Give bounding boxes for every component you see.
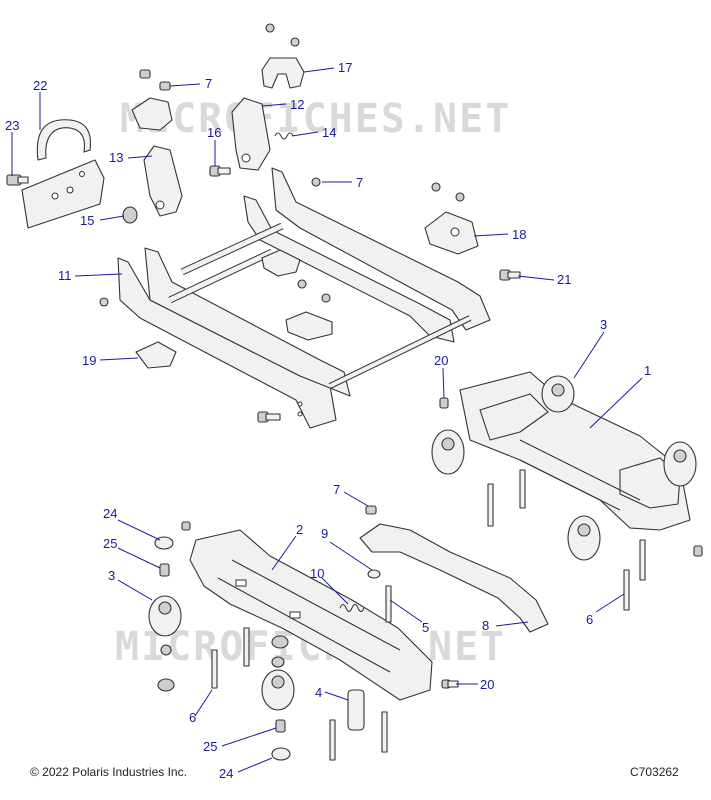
callout-24: 24 — [103, 506, 117, 521]
nut-7c — [311, 177, 321, 187]
callout-1: 1 — [644, 363, 651, 378]
nut-18a — [431, 182, 441, 192]
callout-4: 4 — [315, 685, 322, 700]
part-5-bolt — [385, 585, 392, 623]
callout-18: 18 — [512, 227, 526, 242]
callout-8: 8 — [482, 618, 489, 633]
part-25-spacer-b — [275, 719, 286, 733]
callout-3: 3 — [600, 317, 607, 332]
part-11-frame — [117, 167, 491, 429]
bushing-center-a — [271, 635, 289, 649]
nut-7a — [139, 69, 151, 79]
callout-17: 17 — [338, 60, 352, 75]
callout-7: 7 — [356, 175, 363, 190]
nut-7-lower — [365, 505, 377, 515]
part-1-slider-rail — [459, 371, 691, 531]
nut-17b — [290, 37, 300, 47]
part-10-spring — [339, 604, 365, 612]
callout-12: 12 — [290, 97, 304, 112]
part-14-spring — [274, 132, 294, 140]
nut-lower-left — [181, 521, 191, 531]
part-21-bolt — [499, 269, 521, 281]
callout-11: 11 — [58, 268, 72, 283]
roller-rail-left — [431, 429, 465, 475]
callout-3: 3 — [108, 568, 115, 583]
part-22-handle — [21, 119, 105, 229]
callout-14: 14 — [322, 125, 336, 140]
part-3-roller-lower — [148, 595, 182, 637]
callout-25: 25 — [203, 739, 217, 754]
callout-2: 2 — [296, 522, 303, 537]
callout-20: 20 — [480, 677, 494, 692]
nut-7b — [159, 81, 171, 91]
callout-7: 7 — [205, 76, 212, 91]
nut-left — [99, 297, 109, 307]
callout-7: 7 — [333, 482, 340, 497]
part-16-bolt — [209, 165, 231, 177]
part-13-hinge — [143, 145, 183, 217]
part-8-lever — [359, 523, 549, 633]
bushing-lower-left-b — [160, 644, 172, 656]
callout-15: 15 — [80, 213, 94, 228]
part-17-bracket — [261, 57, 305, 89]
callout-20: 20 — [434, 353, 448, 368]
callout-22: 22 — [33, 78, 47, 93]
nut-17a — [265, 23, 275, 33]
callout-19: 19 — [82, 353, 96, 368]
frame-bolt — [257, 411, 281, 423]
part-2-lower-plate — [189, 529, 433, 701]
roller-rail-right — [663, 441, 697, 487]
callout-25: 25 — [103, 536, 117, 551]
bracket-center-lower — [285, 311, 333, 341]
part-6-bolts-right — [487, 469, 646, 611]
callout-21: 21 — [557, 272, 571, 287]
callout-23: 23 — [5, 118, 19, 133]
copyright-text: © 2022 Polaris Industries Inc. — [30, 765, 187, 779]
bushing-center-b — [271, 656, 285, 668]
nut-center-b — [321, 293, 331, 303]
figure-id: C703262 — [630, 765, 679, 779]
watermark-top: MICROFICHES.NET — [120, 96, 511, 142]
part-23-bolt — [6, 174, 29, 186]
part-24-washer-b — [271, 747, 291, 761]
roller-rail-bottom — [567, 515, 601, 561]
callout-10: 10 — [310, 566, 324, 581]
bushing-lower-left — [157, 678, 175, 692]
part-18-bracket — [424, 211, 479, 255]
roller-rail-top — [541, 375, 575, 413]
callout-9: 9 — [321, 526, 328, 541]
leader-lines — [11, 67, 643, 773]
part-25-spacer-a — [159, 563, 170, 577]
callout-6: 6 — [189, 710, 196, 725]
part-4-spacer — [347, 689, 365, 731]
nut-rail-right — [693, 545, 703, 557]
callout-5: 5 — [422, 620, 429, 635]
nut-center-a — [297, 279, 307, 289]
nut-18b — [455, 192, 465, 202]
part-20-nut-upper — [439, 397, 449, 409]
callout-13: 13 — [109, 150, 123, 165]
callout-labels: 22 23 7 17 12 16 14 13 7 15 18 11 21 3 1… — [5, 60, 651, 781]
part-clamp-left — [131, 97, 173, 131]
part-15-spacer — [122, 206, 138, 224]
callout-16: 16 — [207, 125, 221, 140]
callout-24: 24 — [219, 766, 233, 781]
roller-lower-center — [261, 669, 295, 711]
part-19-bracket — [135, 341, 177, 369]
part-12-hinge — [231, 97, 271, 171]
part-6-bolts-left — [211, 627, 388, 761]
bracket-center-upper — [261, 249, 301, 277]
part-20-bolt-lower — [441, 679, 459, 689]
callout-6: 6 — [586, 612, 593, 627]
part-9-washer — [367, 569, 381, 579]
